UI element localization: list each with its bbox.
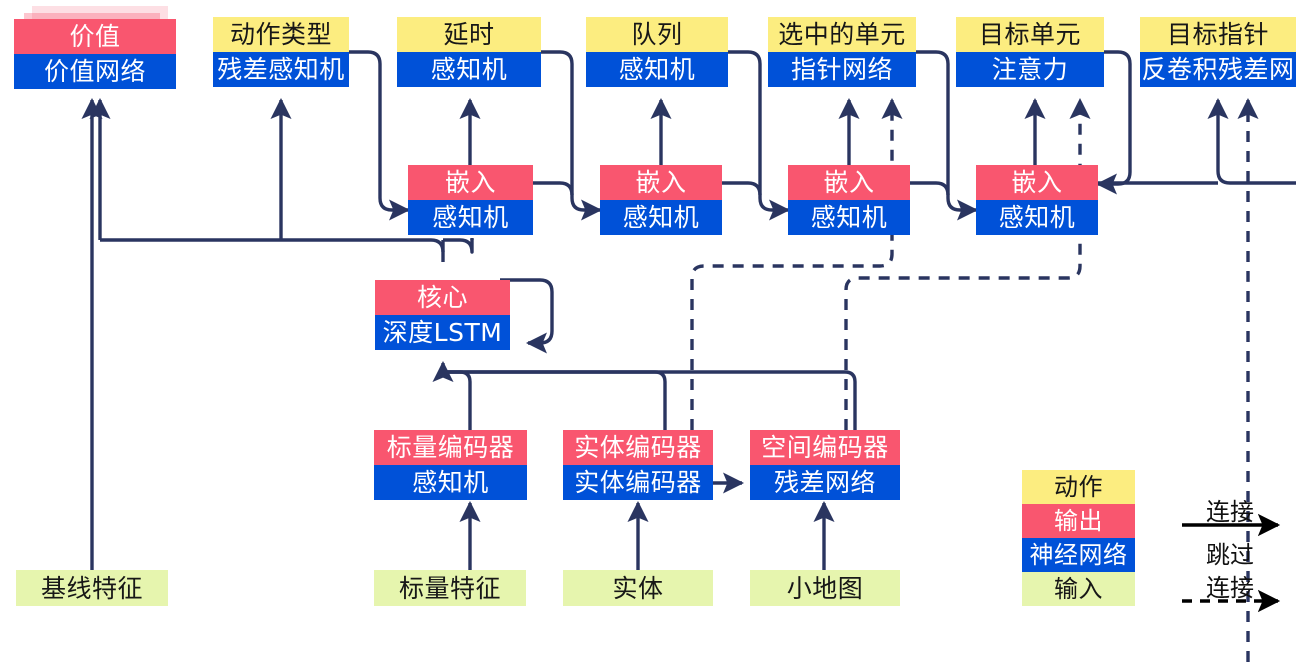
embed3-to-embed4-wire [910, 181, 950, 196]
input-entities-label: 实体 [563, 570, 713, 606]
embedding-1[interactable]: 嵌入 感知机 [408, 165, 533, 235]
core-net-label: 深度LSTM [375, 315, 510, 350]
head-action-type-net-label: 残差感知机 [213, 52, 349, 87]
encoder-spatial[interactable]: 空间编码器 残差网络 [750, 430, 900, 500]
encoder-scalar-net-label: 感知机 [374, 465, 527, 500]
head-target-point-net-label: 反卷积残差网 [1140, 52, 1296, 87]
head-selected-units-action-label: 选中的单元 [768, 17, 916, 52]
head-target-unit-action-label: 目标单元 [956, 17, 1104, 52]
legend-skip-text-line2: 连接 [1206, 574, 1254, 602]
scalar-enc-bus [445, 370, 472, 430]
input-baseline-features[interactable]: 基线特征 [16, 570, 168, 606]
encoder-scalar-output-label: 标量编码器 [374, 430, 527, 465]
input-minimap-label: 小地图 [750, 570, 900, 606]
head-delay-action-label: 延时 [397, 17, 541, 52]
legend-action-label: 动作 [1022, 470, 1135, 504]
head-action-type-action-label: 动作类型 [213, 17, 349, 52]
head-selected-units-net-label: 指针网络 [768, 52, 916, 87]
embedding-2[interactable]: 嵌入 感知机 [600, 165, 722, 235]
head-value[interactable]: 价值 价值网络 [14, 19, 176, 89]
encoder-entity-net-label: 实体编码器 [563, 465, 713, 500]
legend-input-label: 输入 [1022, 572, 1135, 606]
skip-to-targetunit-wire [844, 97, 1091, 430]
input-entities[interactable]: 实体 [563, 570, 713, 606]
core-bus-right [443, 238, 474, 254]
head-action-type[interactable]: 动作类型 残差感知机 [213, 17, 349, 87]
embed4-to-targetpoint-wire [1207, 97, 1296, 185]
input-baseline-features-label: 基线特征 [16, 570, 168, 606]
head-queue[interactable]: 队列 感知机 [586, 17, 728, 87]
head-queue-action-label: 队列 [586, 17, 728, 52]
embed1-to-embed2-wire [533, 181, 574, 196]
spatial-enc-bus [445, 370, 857, 430]
encoder-spatial-output-label: 空间编码器 [750, 430, 900, 465]
input-scalar-features-label: 标量特征 [374, 570, 526, 606]
core-out-bus [100, 238, 445, 262]
embedding-1-net-label: 感知机 [408, 200, 533, 235]
encoder-entity[interactable]: 实体编码器 实体编码器 [563, 430, 713, 500]
legend-swatch: 动作 输出 神经网络 输入 [1022, 470, 1135, 606]
head-delay-net-label: 感知机 [397, 52, 541, 87]
legend-skip-text-line1: 跳过 [1206, 541, 1254, 569]
head-selected-units[interactable]: 选中的单元 指针网络 [768, 17, 916, 87]
legend-connection-text: 连接 [1206, 498, 1254, 526]
embedding-1-output-label: 嵌入 [408, 165, 533, 200]
head-value-net-label: 价值网络 [14, 54, 176, 89]
encoder-scalar[interactable]: 标量编码器 感知机 [374, 430, 527, 500]
head-queue-net-label: 感知机 [586, 52, 728, 87]
embed2-to-embed3-wire [722, 181, 762, 196]
encoder-spatial-net-label: 残差网络 [750, 465, 900, 500]
input-scalar-features[interactable]: 标量特征 [374, 570, 526, 606]
input-minimap[interactable]: 小地图 [750, 570, 900, 606]
core-block[interactable]: 核心 深度LSTM [375, 280, 510, 350]
encoder-entity-output-label: 实体编码器 [563, 430, 713, 465]
entity-skip-to-selected-wire [690, 97, 903, 430]
head-delay[interactable]: 延时 感知机 [397, 17, 541, 87]
head-target-unit-net-label: 注意力 [956, 52, 1104, 87]
head-target-unit[interactable]: 目标单元 注意力 [956, 17, 1104, 87]
embedding-4-net-label: 感知机 [976, 200, 1098, 235]
head-target-point[interactable]: 目标指针 反卷积残差网 [1140, 17, 1296, 87]
head-value-output-label: 价值 [14, 19, 176, 54]
legend-output-label: 输出 [1022, 504, 1135, 538]
embedding-3[interactable]: 嵌入 感知机 [788, 165, 910, 235]
embedding-3-output-label: 嵌入 [788, 165, 910, 200]
embedding-4-output-label: 嵌入 [976, 165, 1098, 200]
embedding-2-net-label: 感知机 [600, 200, 722, 235]
head-target-point-action-label: 目标指针 [1140, 17, 1296, 52]
core-output-label: 核心 [375, 280, 510, 315]
embedding-2-output-label: 嵌入 [600, 165, 722, 200]
legend-network-label: 神经网络 [1022, 538, 1135, 572]
embedding-4[interactable]: 嵌入 感知机 [976, 165, 1098, 235]
core-bus-join [441, 365, 445, 374]
embedding-3-net-label: 感知机 [788, 200, 910, 235]
entity-enc-bus [445, 370, 667, 430]
